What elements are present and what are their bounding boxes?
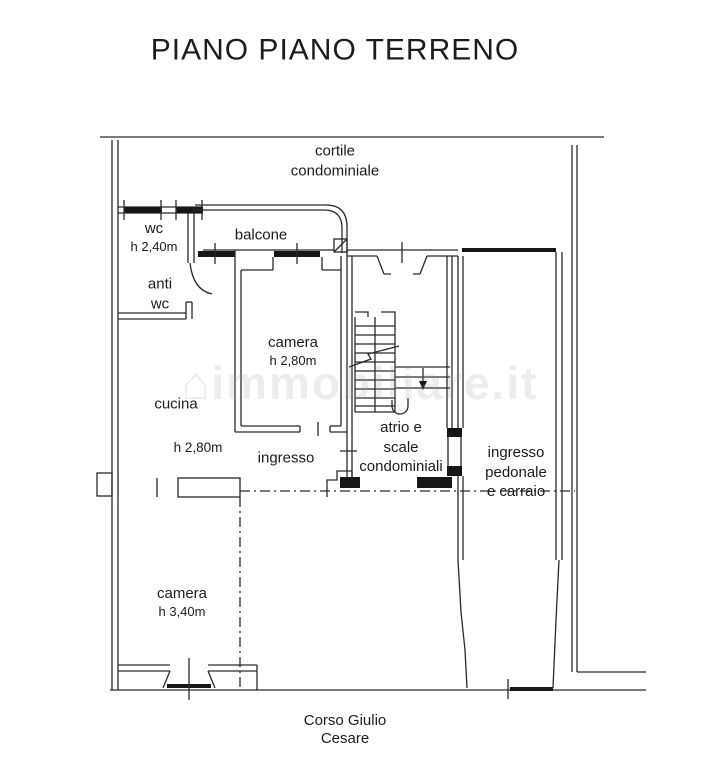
watermark: ⌂immobiliare.it [181,357,539,409]
wc-window-2 [176,207,203,213]
street-gate [510,687,553,691]
dash-dot-lines [239,490,575,689]
outer-boundary [96,136,646,691]
kitchen-balcony-door [198,251,235,257]
door-swing [189,262,213,295]
hall-walls [156,470,353,498]
atrium-door-frame [447,428,462,437]
room-label-kitchen-height: h 2,80m [173,440,223,456]
stairwell [347,242,458,477]
atrium-door-frame-2 [447,466,462,476]
window-jambs [162,670,216,689]
room-label-balcony: balcone [234,226,288,244]
room-label-driveway: ingresso pedonale e carraio [485,443,547,500]
camera-bottom-walls [118,658,258,700]
room-label-courtyard: cortile condominiale [290,142,380,180]
room-label-camera-top: camera h 2,80m [267,333,319,368]
page-title: PIANO PIANO TERRENO [150,33,520,67]
stair-down-arrow [419,368,427,390]
stairwell-window-jambs [376,255,428,275]
room-label-wc: wc h 2,40m [130,219,178,254]
driveway-walls [457,248,563,699]
room-label-hall: ingresso [257,449,315,467]
room-label-atrium: atrio e scale condominiali [359,418,443,475]
stair-break-line [348,345,400,368]
atrium-walls [340,256,462,488]
wc-room-walls [118,200,213,320]
stair-steps [355,325,395,407]
street-label: Corso Giulio Cesare [303,712,387,747]
watermark-house-icon: ⌂ [181,357,212,409]
room-label-anti-wc: anti wc [147,275,173,313]
camera-top-walls [234,250,348,477]
room-label-camera-bottom: camera h 3,40m [156,584,208,619]
wc-window [124,207,162,213]
room-label-kitchen: cucina [154,395,198,413]
balcony-outline [195,204,348,264]
stair-curl [391,398,409,415]
